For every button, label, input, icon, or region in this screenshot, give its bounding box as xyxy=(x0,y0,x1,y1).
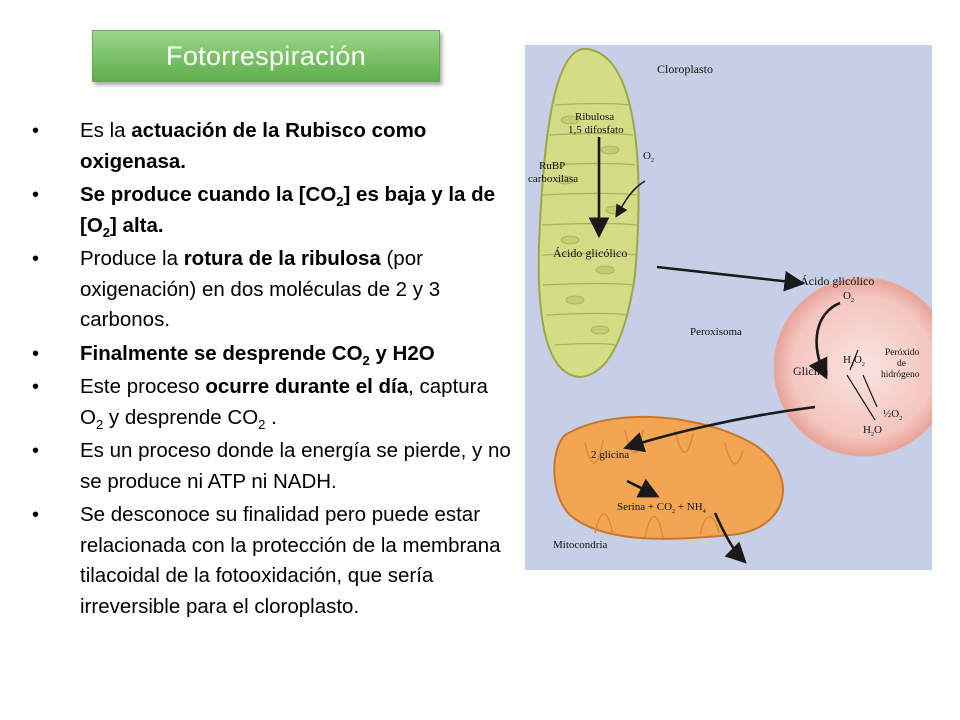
subscript-text: 2 xyxy=(95,416,104,432)
label-o2-chloroplast: O2 xyxy=(643,150,654,164)
subscript-text: 2 xyxy=(102,224,111,240)
mitochondrion xyxy=(553,415,784,540)
label-dos-glicina: 2 glicina xyxy=(591,449,629,461)
peroxide-lines xyxy=(846,349,878,421)
peroxisome xyxy=(773,277,932,457)
slide-title: Fotorrespiración xyxy=(166,40,366,71)
bullet-text: Se produce cuando la [CO xyxy=(80,183,337,206)
bullet-text: rotura de la ribulosa xyxy=(183,247,381,270)
bullet-text: Este proceso xyxy=(80,375,206,398)
label-carboxilasa: carboxilasa xyxy=(528,173,578,185)
bullet-list: Es la actuación de la Rubisco como oxige… xyxy=(30,116,512,625)
label-peroxido: Peróxido xyxy=(885,348,920,358)
chloroplast xyxy=(537,47,640,379)
bullet-text: ] alta. xyxy=(110,213,164,237)
bullet-item: Finalmente se desprende CO2 y H2O xyxy=(30,339,512,370)
label-de: de xyxy=(897,359,906,369)
bullet-text: ] es baja y la de [O xyxy=(80,183,496,237)
bullet-item: Este proceso ocurre durante el día, capt… xyxy=(30,372,512,433)
label-h2o: H2O xyxy=(863,424,882,438)
bullet-item: Se produce cuando la [CO2] es baja y la … xyxy=(30,180,512,241)
label-h2o2: H2O2 xyxy=(843,354,865,368)
bullet-text: ocurre durante el día xyxy=(205,375,409,398)
bullet-text: , captura O xyxy=(80,375,488,429)
bullet-text: actuación de la Rubisco como oxigenasa. xyxy=(80,119,427,173)
subscript-text: 2 xyxy=(258,416,266,432)
reaction-arrows xyxy=(588,137,841,564)
label-peroxisoma: Peroxisoma xyxy=(690,326,742,338)
photorespiration-diagram: Cloroplasto Ribulosa 1,5 difosfato RuBP … xyxy=(525,45,932,570)
subscript-text: 2 xyxy=(336,194,344,210)
label-ribulosa: Ribulosa xyxy=(575,111,614,123)
label-difosfato: 1,5 difosfato xyxy=(568,124,624,136)
label-acido-glicolico-peroxisome: Ácido glicólico xyxy=(800,274,874,288)
subscript-text: 2 xyxy=(362,352,370,368)
label-cloroplasto: Cloroplasto xyxy=(657,62,713,76)
bullet-text: . xyxy=(265,405,277,429)
label-half-o2: ½O2 xyxy=(883,408,902,422)
bullet-item: Se desconoce su finalidad pero puede est… xyxy=(30,500,512,622)
bullet-text: Finalmente se desprende CO xyxy=(80,341,363,365)
bullet-text: Es la xyxy=(80,119,132,142)
label-o2-peroxisome: O2 xyxy=(843,290,854,304)
bullet-text: (por oxigenación) en dos moléculas de 2 … xyxy=(80,247,441,331)
bullet-item: Es un proceso donde la energía se pierde… xyxy=(30,436,512,497)
label-mitocondria: Mitocondria xyxy=(553,539,607,551)
bullet-text: Es un proceso donde la energía se pierde… xyxy=(80,439,511,493)
label-glicina: Glicina xyxy=(793,364,829,378)
bullet-text: y desprende CO xyxy=(103,405,259,429)
bullet-item: Es la actuación de la Rubisco como oxige… xyxy=(30,116,512,177)
label-serina: Serina + CO2 + NH4 xyxy=(617,501,706,515)
bullet-item: Produce la rotura de la ribulosa (por ox… xyxy=(30,244,512,336)
bullet-text: y H2O xyxy=(369,341,435,365)
label-acido-glicolico-chloroplast: Ácido glicólico xyxy=(553,246,627,260)
bullet-text: Produce la xyxy=(80,247,184,270)
bullet-text: Se desconoce su finalidad pero puede est… xyxy=(80,503,501,618)
label-rubp: RuBP xyxy=(539,160,565,172)
slide-title-box: Fotorrespiración xyxy=(92,30,440,82)
label-hidrogeno: hidrógeno xyxy=(881,370,920,380)
